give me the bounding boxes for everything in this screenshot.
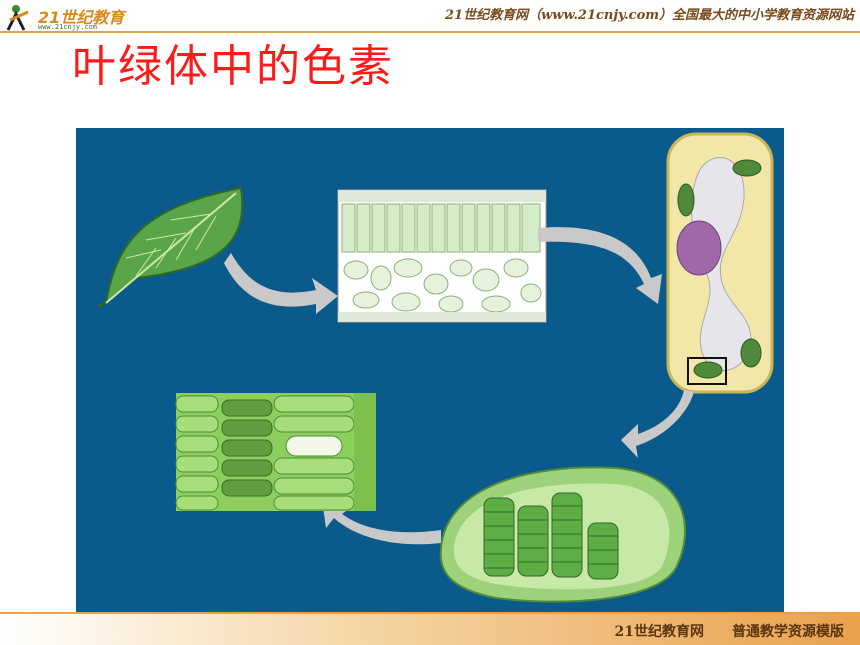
header-band: 21世纪教育 www.21cnjy.com 21世纪教育网（www.21cnjy… <box>0 0 860 33</box>
leaf-icon <box>97 186 244 308</box>
header-site-line: 21世纪教育网（www.21cnjy.com）全国最大的中小学教育资源网站 <box>445 8 854 23</box>
footer-template-name: 普通教学资源模版 <box>732 624 844 640</box>
footer-site-name[interactable]: 21世纪教育网 <box>614 624 704 640</box>
leaf-section-icon <box>337 189 547 323</box>
granum-icon <box>175 393 376 511</box>
arrow-icon <box>322 500 441 545</box>
chloroplast-icon <box>439 466 687 603</box>
logo-text: 21世纪教育 <box>38 8 125 27</box>
footer-rule <box>0 612 860 615</box>
chloroplast-figure <box>76 128 784 612</box>
arrow-icon <box>621 390 694 458</box>
arrow-icon <box>224 253 338 314</box>
figure-illustration <box>97 132 774 603</box>
logo-url: www.21cnjy.com <box>38 23 98 31</box>
footer-band <box>0 614 860 645</box>
site-logo[interactable]: 21世纪教育 www.21cnjy.com <box>6 2 136 32</box>
arrow-icon <box>538 227 662 304</box>
cell-icon <box>666 132 774 394</box>
slide-title: 叶绿体中的色素 <box>72 41 394 92</box>
logo-figure-icon <box>6 5 29 31</box>
footer-text: 21世纪教育网 普通教学资源模版 <box>587 621 844 641</box>
